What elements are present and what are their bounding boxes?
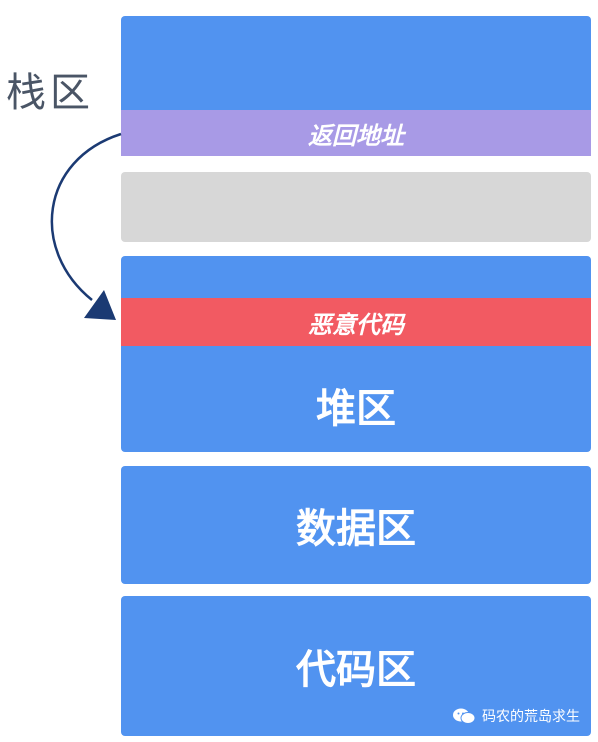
watermark: 码农的荒岛求生 — [452, 706, 580, 726]
malicious-code-strip: 恶意代码 — [121, 298, 591, 346]
jump-arrow-head — [84, 290, 116, 320]
heap-region-label: 堆区 — [316, 386, 396, 432]
wechat-icon — [453, 708, 476, 724]
code-region-label: 代码区 — [296, 647, 416, 693]
code-region-block: 代码区 — [121, 596, 591, 736]
data-region-block: 数据区 — [121, 466, 591, 584]
data-region-label: 数据区 — [296, 506, 416, 552]
return-address-strip: 返回地址 — [121, 110, 591, 156]
stack-region-label: 栈区 — [6, 70, 94, 116]
unused-gap-block — [121, 172, 591, 242]
heap-region-block: 堆区 — [121, 256, 591, 452]
watermark-text: 码农的荒岛求生 — [482, 709, 580, 725]
jump-arrow-line — [50, 132, 122, 301]
